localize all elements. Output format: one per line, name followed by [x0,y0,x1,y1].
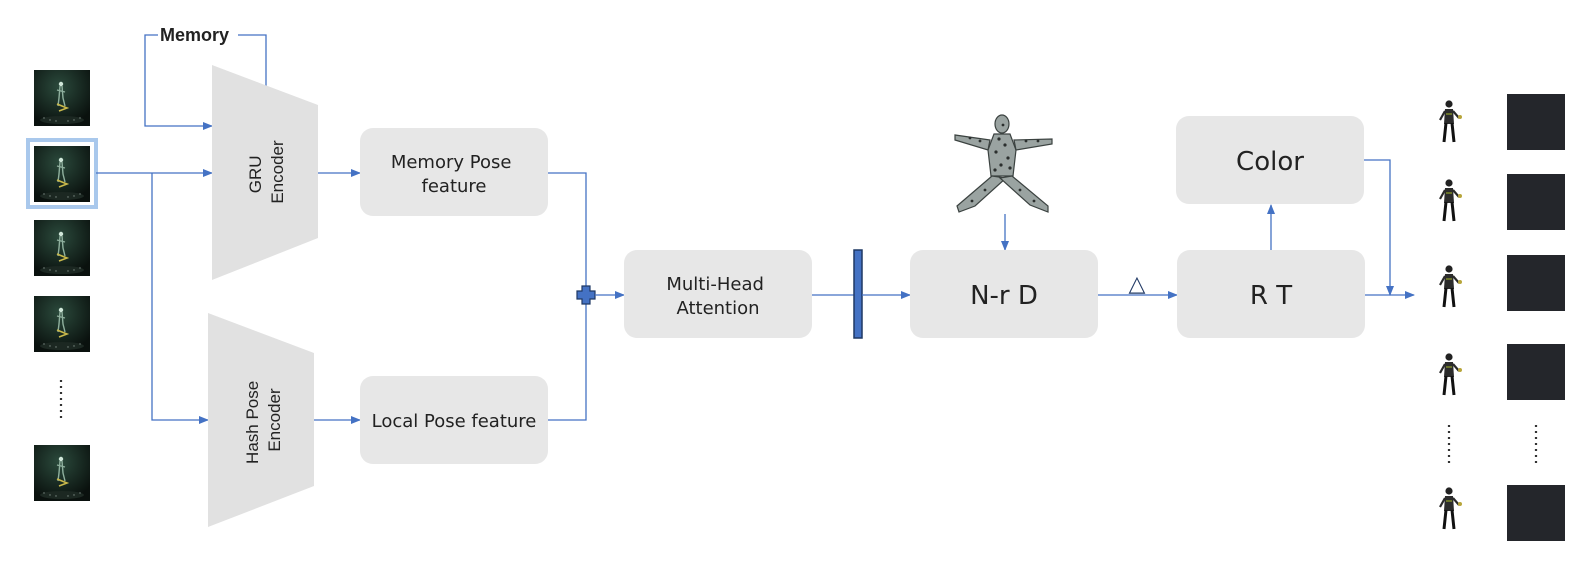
output-person [1438,351,1464,397]
body-mesh-figure [954,114,1053,213]
input-frame [33,295,91,353]
rt-box [1177,250,1365,338]
concat-bar [853,249,863,339]
input-frames [26,69,98,502]
delta-icon: △ [1129,272,1146,297]
memory-loop-arrow [144,34,213,130]
output-person [1438,263,1464,309]
output-square [1507,344,1565,400]
memory-pose-feature-box [360,128,548,216]
output-square [1507,94,1565,150]
memory-loop-line [238,34,267,87]
input-frame [33,69,91,127]
input-frame-selected [33,145,91,203]
rt-label: R T [1250,281,1292,311]
memory-label: Memory [160,25,229,45]
plus-icon [576,285,596,305]
gru-encoder [212,65,318,280]
color-to-output-arrow [1364,159,1394,296]
hash-pose-encoder [208,313,314,527]
hash-pose-encoder-label: Hash Pose Encoder [243,376,284,464]
output-person [1438,98,1464,144]
input-frame [33,444,91,502]
multi-head-attention-box [624,250,812,338]
local-feature-merge-line [548,301,587,421]
local-pose-feature-box [360,376,548,464]
color-label: Color [1236,147,1304,177]
output-squares [1507,94,1565,541]
nrd-label: N-r D [970,281,1038,311]
output-person [1438,485,1464,531]
gru-encoder-label: GRU Encoder [246,140,287,204]
nrd-box [910,250,1098,338]
memory-feature-merge-line [548,172,587,289]
memory-pose-feature-label: Memory Pose feature [391,152,517,197]
output-square [1507,485,1565,541]
output-square [1507,174,1565,230]
output-persons [1438,98,1464,531]
output-square [1507,255,1565,311]
color-box [1176,116,1364,204]
output-person [1438,177,1464,223]
frame-to-hash-arrow [151,173,209,424]
local-pose-feature-label: Local Pose feature [372,411,537,432]
input-frame [33,219,91,277]
multi-head-attention-label: Multi-Head Attention [666,274,769,319]
